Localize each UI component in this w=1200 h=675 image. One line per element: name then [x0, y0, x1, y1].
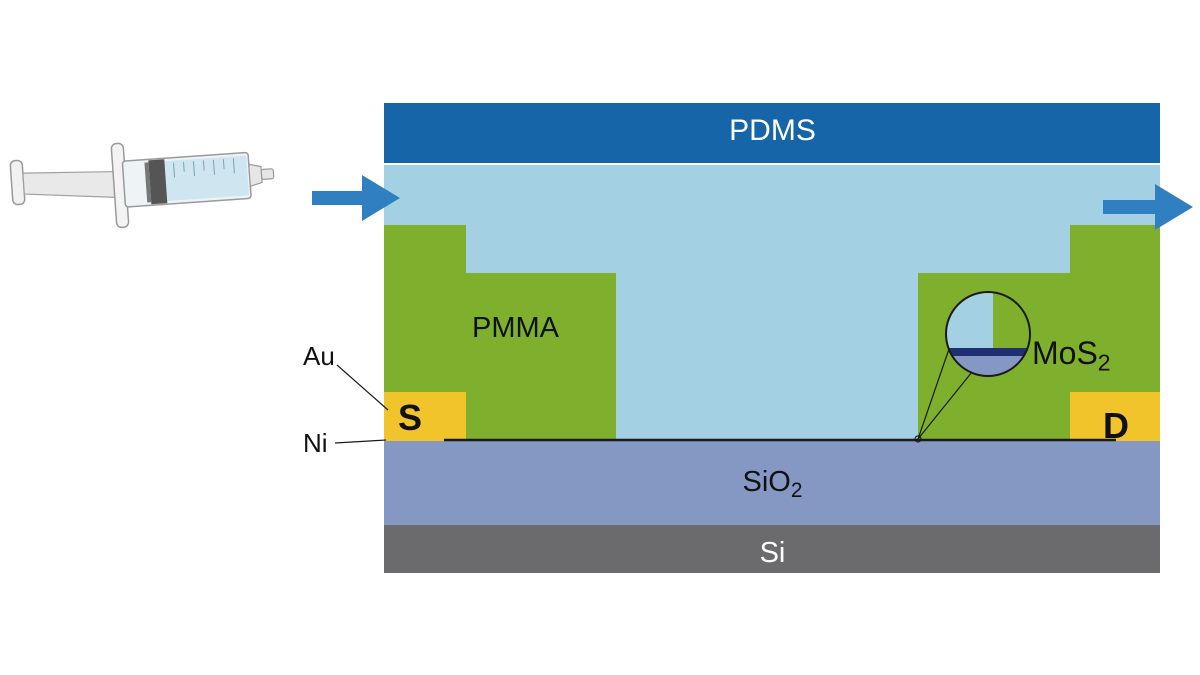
- pdms-label: PDMS: [729, 114, 816, 147]
- ni-label: Ni: [303, 428, 328, 458]
- pmma-left: [384, 225, 616, 441]
- inlet-arrow-icon: [312, 175, 400, 221]
- pdms-layer: [384, 103, 1160, 163]
- zoom-line-upper: [917, 348, 950, 440]
- mos2-label-sub: 2: [1097, 349, 1111, 376]
- au-leader-line: [336, 364, 389, 411]
- au-label: Au: [303, 341, 335, 371]
- pmma-label: PMMA: [472, 312, 559, 344]
- mos2-label: MoS2: [1032, 335, 1111, 376]
- zoom-line-lower: [917, 371, 973, 440]
- ni-leader-line: [334, 439, 387, 444]
- outlet-arrow-icon: [1103, 184, 1193, 230]
- si-substrate: [384, 525, 1160, 573]
- magnifier-circle-icon: [945, 291, 1031, 377]
- sio2-label-main: SiO: [742, 466, 791, 498]
- drain-electrode: [1070, 392, 1160, 441]
- syringe-icon: [9, 142, 275, 229]
- sio2-label-sub: 2: [790, 478, 803, 502]
- sio2-layer: [384, 441, 1160, 525]
- zoom-origin-dot: [914, 435, 922, 443]
- drain-label: D: [1103, 405, 1129, 446]
- sio2-label: SiO2: [385, 466, 1160, 502]
- si-label: Si: [759, 537, 786, 569]
- source-electrode: [384, 392, 466, 441]
- source-label: S: [398, 397, 423, 438]
- pmma-right: [918, 225, 1160, 441]
- mos2-label-main: MoS: [1032, 335, 1098, 371]
